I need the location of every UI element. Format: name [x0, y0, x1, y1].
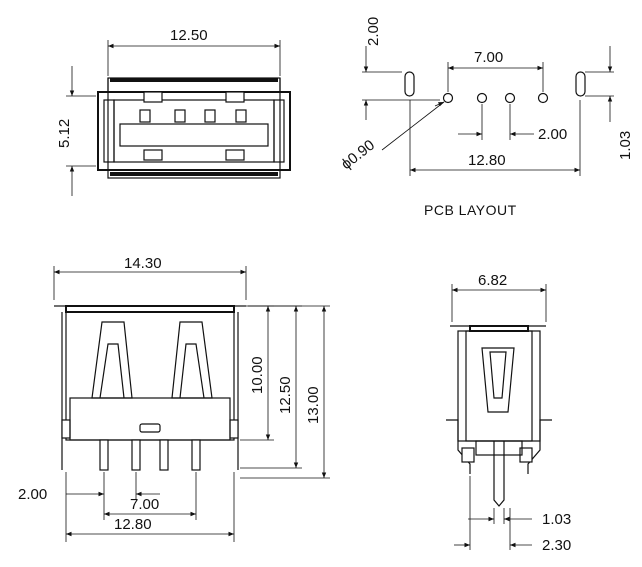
dim-pcb-pin-spacing: 2.00	[538, 126, 567, 143]
dim-pcb-slot-len: 1.03	[617, 131, 634, 160]
side-view: 6.82 1.03 2.30	[446, 272, 571, 554]
dim-side-width: 6.82	[478, 272, 507, 289]
dim-top-pin-spacing: 2.00	[18, 486, 47, 503]
dim-pcb-hole-dia: ϕ0.90	[338, 137, 378, 174]
pcb-layout: 2.00 7.00 ϕ0.90 2.00 12.80 1.03 PCB LAYO…	[338, 17, 634, 218]
pcb-layout-title: PCB LAYOUT	[424, 202, 517, 218]
dim-top-pin-pitch: 7.00	[130, 496, 159, 513]
dim-pcb-pad-y: 2.00	[365, 17, 382, 46]
dim-top-h3: 13.00	[305, 386, 322, 424]
dim-top-h2: 12.50	[277, 376, 294, 414]
front-view: 12.50 5.12	[56, 27, 291, 196]
top-view: 14.30 10.00 12.50 13.00 2.00 7.00 12.80	[18, 255, 330, 542]
dim-front-width: 12.50	[170, 27, 208, 44]
dim-pcb-overall: 12.80	[468, 152, 506, 169]
dim-top-h1: 10.00	[249, 356, 266, 394]
dim-side-pin-w: 1.03	[542, 511, 571, 528]
dim-front-height: 5.12	[56, 119, 73, 148]
dim-top-width: 14.30	[124, 255, 162, 272]
dim-top-overall: 12.80	[114, 516, 152, 533]
dim-pcb-pin-pitch: 7.00	[474, 49, 503, 66]
dim-side-pin-off: 2.30	[542, 537, 571, 554]
